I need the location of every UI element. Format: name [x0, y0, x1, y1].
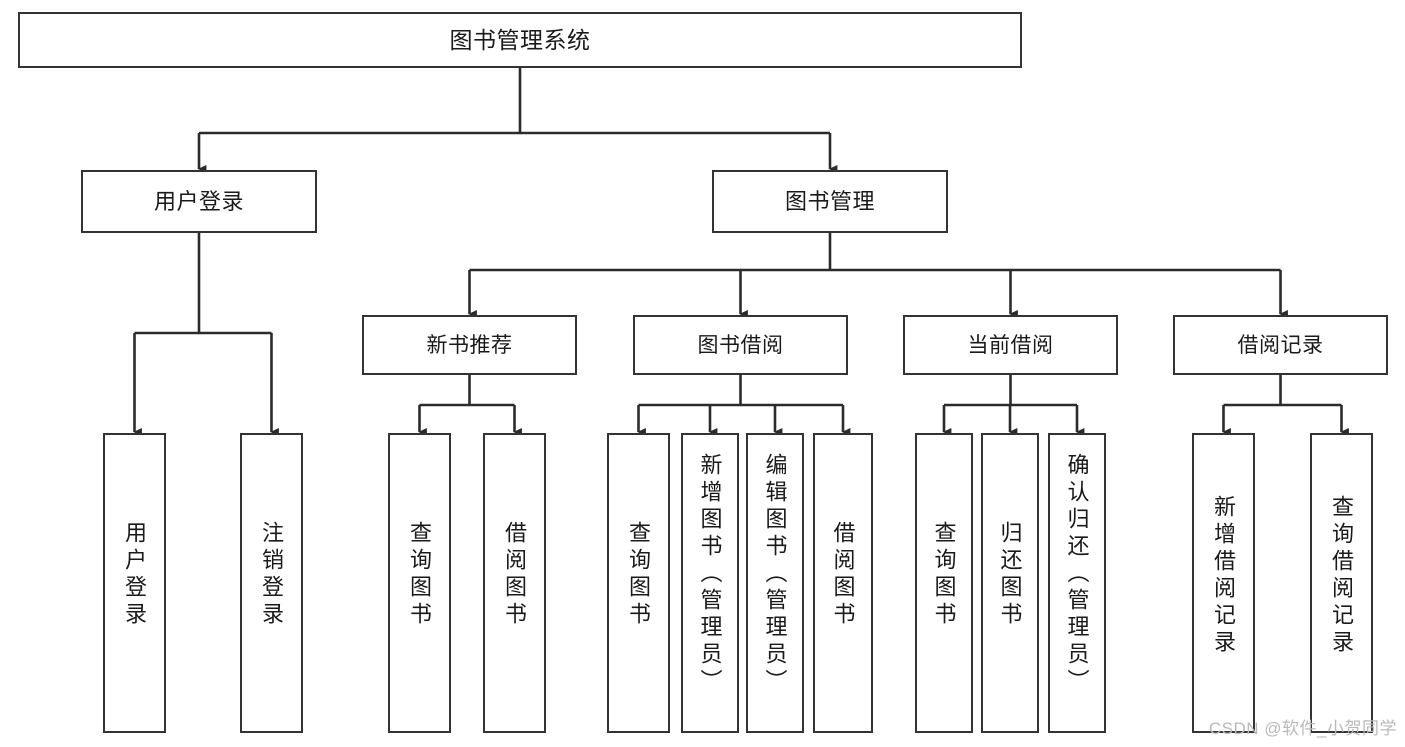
node-label-book-borrow: 图书借阅 [697, 333, 784, 357]
node-label-leaf-edit-book: 编辑图书（管理员） [762, 453, 788, 696]
node-label-leaf-add-record: 新增借阅记录 [1211, 495, 1237, 657]
node-label-leaf-add-book: 新增图书（管理员） [697, 453, 723, 696]
node-leaf-return-book[interactable]: 归还图书 [981, 433, 1039, 733]
node-leaf-add-book[interactable]: 新增图书（管理员） [681, 433, 739, 733]
csdn-watermark: CSDN @软件_小贺同学 [1208, 719, 1397, 738]
node-label-leaf-confirm-return: 确认归还（管理员） [1064, 453, 1090, 696]
node-label-leaf-borrow-book-1: 借阅图书 [502, 521, 528, 629]
node-leaf-confirm-return[interactable]: 确认归还（管理员） [1048, 433, 1106, 733]
node-leaf-query-book-1[interactable]: 查询图书 [388, 433, 451, 733]
node-leaf-borrow-book-1[interactable]: 借阅图书 [483, 433, 546, 733]
node-label-root: 图书管理系统 [449, 26, 591, 53]
node-label-leaf-query-record: 查询借阅记录 [1329, 495, 1355, 657]
node-leaf-query-book-2[interactable]: 查询图书 [607, 433, 670, 733]
node-label-new-book-recommend: 新书推荐 [426, 333, 513, 357]
node-current-borrow[interactable]: 当前借阅 [903, 315, 1118, 375]
node-leaf-edit-book[interactable]: 编辑图书（管理员） [746, 433, 804, 733]
node-label-leaf-query-book-1: 查询图书 [407, 521, 433, 629]
node-leaf-user-login[interactable]: 用户登录 [103, 433, 166, 733]
node-book-borrow[interactable]: 图书借阅 [633, 315, 848, 375]
node-leaf-logout[interactable]: 注销登录 [240, 433, 303, 733]
node-leaf-borrow-book-2[interactable]: 借阅图书 [813, 433, 873, 733]
node-label-leaf-query-book-3: 查询图书 [931, 521, 957, 629]
node-label-leaf-user-login: 用户登录 [122, 521, 148, 629]
node-label-user-login: 用户登录 [153, 188, 244, 214]
node-leaf-query-record[interactable]: 查询借阅记录 [1310, 433, 1373, 733]
node-label-leaf-borrow-book-2: 借阅图书 [830, 521, 856, 629]
node-label-leaf-return-book: 归还图书 [997, 521, 1023, 629]
node-leaf-add-record[interactable]: 新增借阅记录 [1192, 433, 1255, 733]
node-label-book-manage: 图书管理 [784, 188, 875, 214]
node-root[interactable]: 图书管理系统 [18, 12, 1022, 68]
node-new-book-recommend[interactable]: 新书推荐 [362, 315, 577, 375]
node-user-login[interactable]: 用户登录 [81, 170, 317, 233]
node-leaf-query-book-3[interactable]: 查询图书 [915, 433, 973, 733]
node-label-leaf-query-book-2: 查询图书 [626, 521, 652, 629]
node-book-manage[interactable]: 图书管理 [712, 170, 948, 233]
node-borrow-record[interactable]: 借阅记录 [1173, 315, 1388, 375]
node-label-current-borrow: 当前借阅 [967, 333, 1054, 357]
node-label-borrow-record: 借阅记录 [1237, 333, 1324, 357]
node-label-leaf-logout: 注销登录 [259, 521, 285, 629]
